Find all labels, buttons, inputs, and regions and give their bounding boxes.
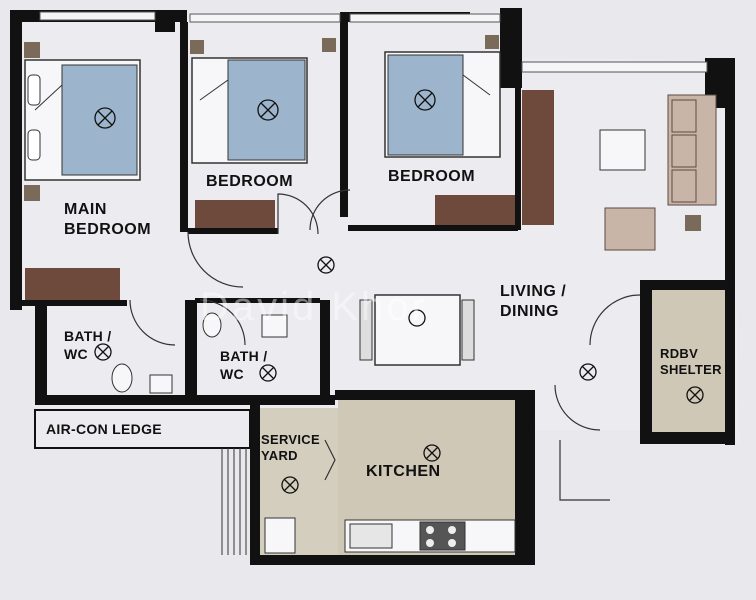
sofa [667,94,717,206]
shelter-floor [650,290,734,435]
dining-table [359,294,475,366]
light-point-icons [94,89,704,494]
service-yard-sink [264,517,296,554]
bedroom-3-bed [384,51,501,158]
living-dining-label-line1: LIVING / [500,283,567,300]
bedroom-3-label: BEDROOM [388,168,476,185]
bedroom-3-wardrobe [435,195,515,225]
railing [221,448,247,555]
bath-2-label-line2: WC [220,365,244,382]
column-markers [24,35,701,231]
shelter-label-line2: SHELTER [660,362,722,378]
bedroom-2-wardrobe [195,200,275,228]
bedroom-2-label: BEDROOM [206,173,294,190]
service-yard-label-line2: YARD [261,448,298,464]
bedroom-2-bed [191,57,308,164]
main-bedroom-label-line1: MAIN [64,201,107,218]
shelter-label: RDBV SHELTER [660,346,722,379]
bath-2-label-line1: BATH / [220,348,268,364]
bathroom-fixtures [111,312,288,394]
main-bedroom-label: MAIN BEDROOM [64,200,151,240]
living-dining-label: LIVING / DINING [500,282,566,322]
service-yard-label: SERVICE YARD [261,432,320,465]
armchair [604,207,656,251]
kitchen-counter [344,519,516,553]
coffee-table [599,129,646,171]
doors [129,189,641,501]
service-yard-label-line1: SERVICE [261,432,320,447]
bath-1-label: BATH / WC [64,328,111,363]
tv-console [522,90,554,225]
bath-1-label-line2: WC [64,345,88,362]
interior-walls [12,22,521,400]
shelter-label-line1: RDBV [660,346,699,361]
living-dining-label-line2: DINING [500,303,559,320]
windows [39,11,708,73]
main-bedroom-bed [24,59,141,181]
aircon-ledge-label: AIR-CON LEDGE [46,421,162,437]
main-bedroom-wardrobe [25,268,120,300]
bath-2-label: BATH / WC [220,348,267,383]
watermark: David Khor [200,285,428,329]
bath-1-label-line1: BATH / [64,328,112,344]
main-bedroom-label-line2: BEDROOM [64,221,152,238]
kitchen-label: KITCHEN [366,463,441,480]
aircon-ledge-area [34,409,251,449]
